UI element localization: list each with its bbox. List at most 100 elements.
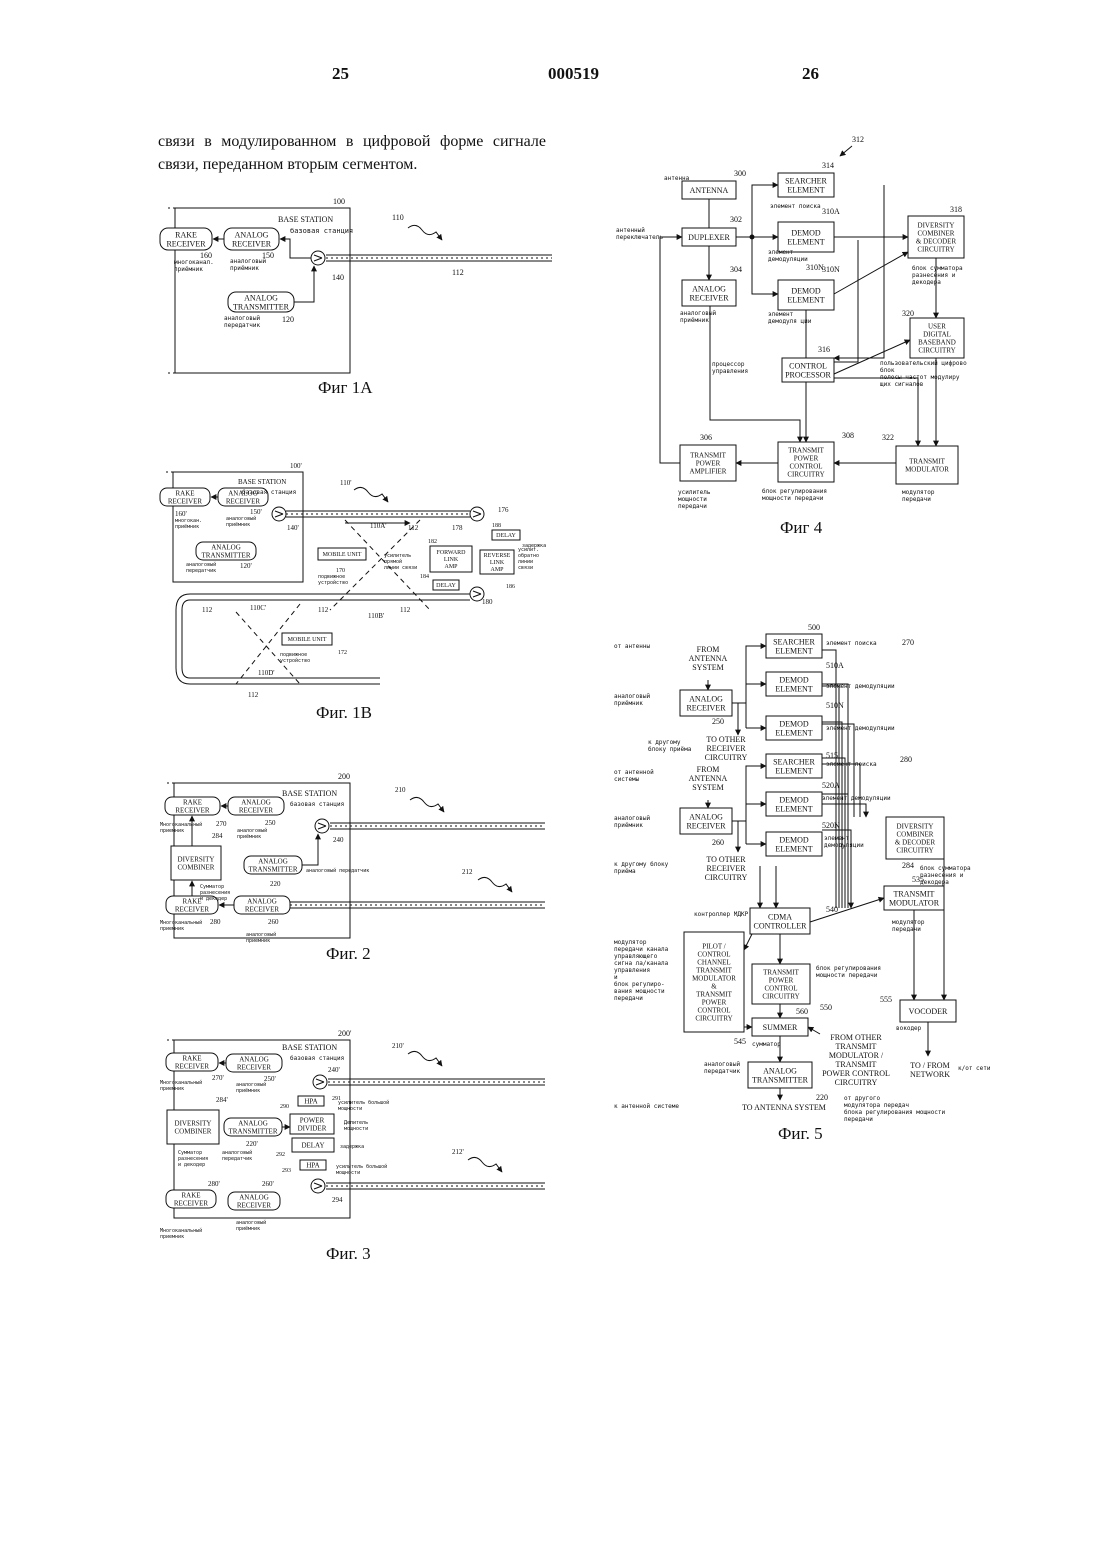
- reference-numeral: 545: [734, 1037, 746, 1046]
- delay-block-label: DELAY: [301, 1141, 324, 1149]
- label-line: модулятор: [892, 919, 925, 926]
- label-line: 112: [400, 606, 411, 614]
- label-line: 160': [175, 510, 187, 518]
- searcher-element-label: SEARCHERELEMENT: [785, 176, 827, 194]
- russian-annotation: к другомублоку приёма: [648, 739, 692, 753]
- label-line: TRANSMIT: [696, 990, 733, 998]
- label-line: от другого: [844, 1095, 881, 1102]
- label-line: FROM OTHER: [830, 1033, 882, 1042]
- label-line: COMBINER: [897, 830, 934, 838]
- russian-annotation: к антенной системе: [614, 1103, 679, 1110]
- label-line: 112: [318, 606, 329, 614]
- label-line: CONTROLLER: [754, 921, 808, 930]
- reference-numeral: 280': [208, 1180, 220, 1188]
- russian-annotation: усилительпрямойлинии связи: [384, 553, 417, 571]
- label-line: 200: [338, 772, 350, 781]
- label-line: мощности передачи: [762, 495, 824, 502]
- label-line: 560: [796, 1007, 808, 1016]
- label-line: 292: [276, 1152, 285, 1158]
- reference-numeral: 302: [730, 215, 742, 224]
- russian-annotation: аналоговыйприёмник: [680, 310, 717, 324]
- label-line: элемент демодуляции: [826, 725, 895, 732]
- label-line: приемник: [160, 828, 184, 834]
- russian-annotation: элемент поиска: [770, 203, 821, 210]
- label-line: модулятор: [902, 489, 935, 496]
- label-line: 284: [212, 832, 223, 840]
- russian-annotation: аналоговыйприёмник: [226, 516, 256, 528]
- label-line: RECEIVER: [175, 905, 210, 913]
- label-line: RAKE: [182, 897, 201, 905]
- label-line: TRANSMIT: [690, 451, 727, 459]
- label-line: TRANSMITTER: [202, 551, 251, 559]
- label-line: 520N: [822, 821, 840, 830]
- label-line: TRANSMIT: [696, 966, 733, 974]
- label-line: 110C': [250, 604, 266, 612]
- reference-numeral: 172: [338, 650, 347, 656]
- reference-numeral: 100: [333, 197, 345, 206]
- label-line: COMBINER: [175, 1127, 212, 1135]
- label-line: SYSTEM: [692, 663, 724, 672]
- hpa-2-label: HPA: [306, 1161, 319, 1169]
- label-line: передачи: [902, 496, 931, 503]
- label-line: приёмник: [614, 700, 643, 707]
- label-line: 510A: [826, 661, 844, 670]
- label-line: линии связи: [384, 565, 417, 571]
- label-line: TRANSMIT: [909, 457, 946, 465]
- label-line: 212': [452, 1148, 464, 1156]
- label-line: 550: [820, 1003, 832, 1012]
- label-line: DIVERSITY: [918, 221, 955, 229]
- reference-numeral: 160': [175, 510, 187, 518]
- reference-numeral: 314: [822, 161, 834, 170]
- label-line: AMPLIFIER: [690, 467, 727, 475]
- reference-numeral: 210': [392, 1042, 404, 1050]
- label-line: сигна ла/канала: [614, 960, 669, 967]
- label-line: DEMOD: [779, 835, 809, 844]
- label-line: и декодер: [178, 1162, 205, 1168]
- russian-annotation: Многоканальныйприемник: [160, 1080, 202, 1092]
- russian-annotation: аналоговыйприёмник: [236, 1220, 266, 1232]
- russian-annotation: процессоруправления: [712, 361, 748, 375]
- label-line: блок регулирования: [762, 488, 827, 495]
- label-line: 140': [287, 524, 299, 532]
- label-line: передачи: [678, 503, 707, 510]
- demod-element-3-label: DEMODELEMENT: [775, 795, 812, 813]
- label-line: устройство: [318, 580, 348, 586]
- reference-numeral: 540: [826, 905, 838, 914]
- label-line: DEMOD: [791, 286, 821, 295]
- label-line: BASE STATION: [282, 789, 337, 798]
- squiggle-arrow: [410, 797, 444, 812]
- to-other-receiver-2: TO OTHERRECEIVERCIRCUITRY: [705, 855, 748, 882]
- connector-line: [840, 146, 852, 156]
- label-line: приёмник: [237, 834, 261, 840]
- russian-annotation: многоканал.приёмник: [174, 259, 214, 273]
- reference-numeral: 240: [333, 836, 344, 844]
- russian-annotation: базовая станция: [290, 227, 353, 235]
- label-line: USER: [928, 322, 946, 330]
- label-line: 555: [880, 995, 892, 1004]
- reference-numeral: 260: [268, 918, 279, 926]
- reference-numeral: 110C': [250, 604, 266, 612]
- label-line: 302: [730, 215, 742, 224]
- label-line: 188: [492, 523, 501, 529]
- russian-annotation: блок регулированиямощности передачи: [762, 488, 827, 502]
- label-line: 284': [216, 1096, 228, 1104]
- russian-annotation: блок сумматораразнесения идекодера: [912, 265, 963, 286]
- reference-numeral: 304: [730, 265, 742, 274]
- label-line: TO / FROM: [910, 1061, 949, 1070]
- russian-annotation: к/от сети: [958, 1065, 991, 1072]
- label-line: системы: [614, 776, 640, 783]
- label-line: 212: [462, 868, 473, 876]
- label-line: 280: [900, 755, 912, 764]
- label-line: антенна: [664, 175, 690, 182]
- duplexer-block-label: DUPLEXER: [688, 233, 730, 242]
- label-line: 306: [700, 433, 712, 442]
- label-line: и: [614, 974, 618, 981]
- russian-annotation: контроллер МДКР: [694, 911, 749, 918]
- label-line: LINK: [490, 560, 505, 566]
- connector-line: [732, 646, 766, 703]
- russian-annotation: от антеннойсистемы: [614, 769, 654, 783]
- label-line: блок регулирования: [816, 965, 881, 972]
- base-station-title: BASE STATION: [282, 1043, 337, 1052]
- label-line: RECEIVER: [686, 821, 726, 830]
- label-line: ANALOG: [235, 230, 269, 239]
